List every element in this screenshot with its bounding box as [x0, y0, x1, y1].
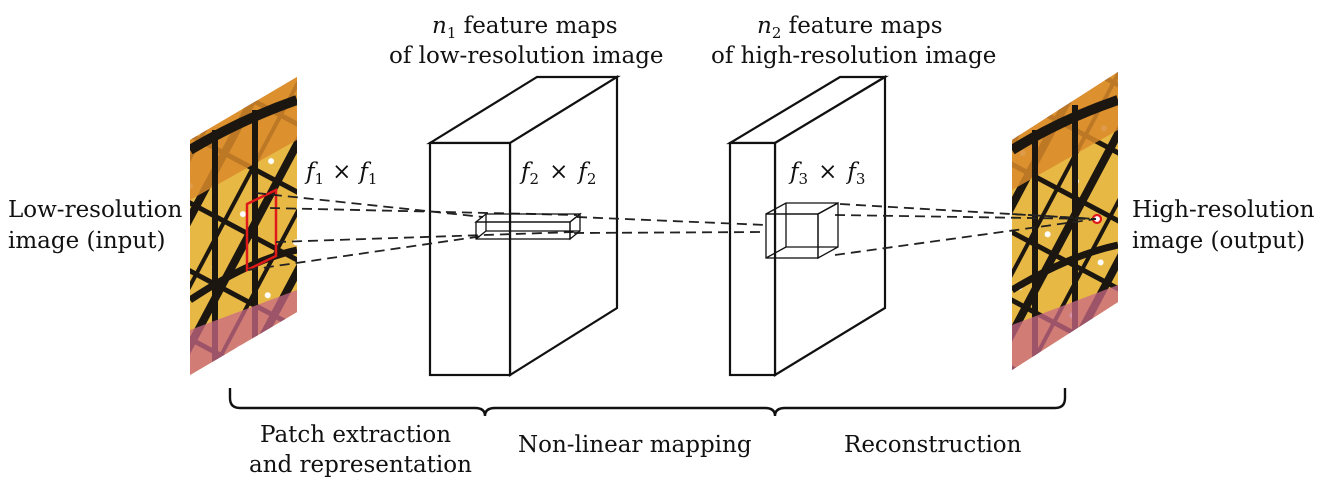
layer1-title-line1: n1 feature maps — [432, 13, 618, 42]
input-image — [190, 77, 297, 375]
filter-f3-label: f3×f3 — [788, 159, 865, 188]
stage-brace — [228, 388, 1067, 417]
layer2-title-var: n — [757, 13, 772, 39]
filter-f2-label: f2×f2 — [519, 159, 596, 188]
stage-non-linear-mapping: Non-linear mapping — [518, 432, 752, 458]
output-label-line2: image (output) — [1132, 228, 1305, 254]
projection-lines — [247, 192, 1097, 271]
stage-patch-extraction-line1: Patch extraction — [260, 422, 451, 448]
output-label-line1: High-resolution — [1132, 197, 1315, 223]
layer2-title-line1: n2 feature maps — [757, 13, 943, 42]
layer2-title-line2: of high-resolution image — [711, 43, 996, 69]
stage-patch-extraction-line2: and representation — [249, 452, 472, 478]
layer1-title-rest: feature maps — [456, 13, 617, 39]
layer1-filter-cuboid — [474, 212, 582, 241]
layer1-title-line2: of low-resolution image — [389, 43, 664, 69]
layer2-title-sub: 2 — [772, 24, 782, 42]
input-patch-box — [245, 188, 278, 272]
layer2-title-rest: feature maps — [781, 13, 942, 39]
output-image — [1012, 72, 1118, 370]
input-label-line2: image (input) — [8, 228, 165, 254]
layer2-block — [726, 75, 889, 377]
layer2-filter-cube — [765, 201, 839, 260]
input-label-line1: Low-resolution — [8, 197, 182, 223]
stage-reconstruction: Reconstruction — [844, 432, 1022, 458]
layer1-title-var: n — [432, 13, 447, 39]
layer1-title-sub: 1 — [447, 24, 457, 42]
filter-f1-label: f1×f1 — [304, 159, 377, 188]
layer1-block — [426, 75, 621, 377]
